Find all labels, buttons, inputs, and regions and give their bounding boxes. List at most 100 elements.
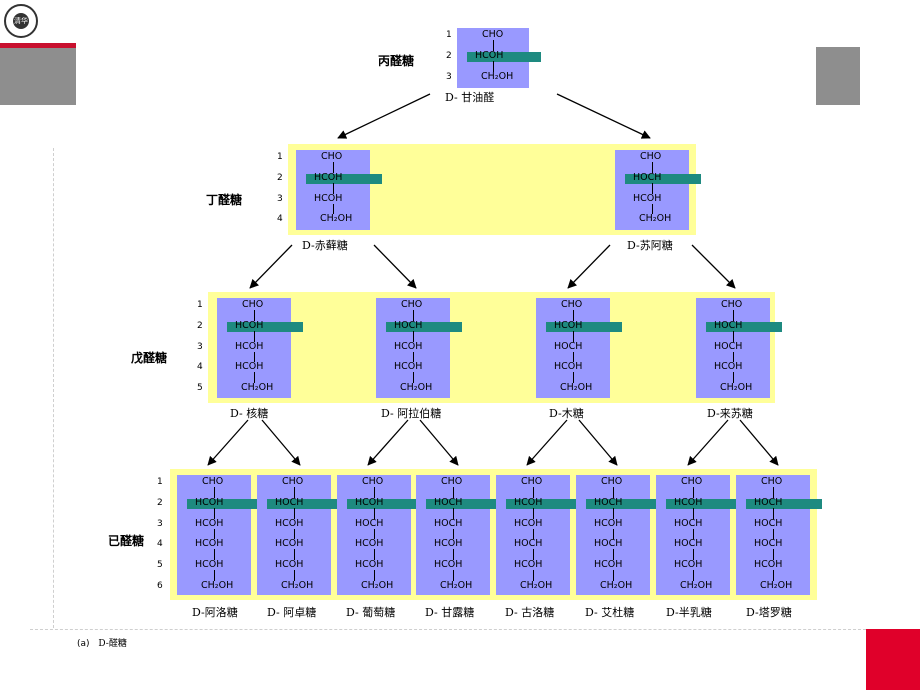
formula-row: HOCH xyxy=(754,517,783,529)
c2-highlight-stripe xyxy=(506,498,582,509)
formula-row: HOCH xyxy=(514,538,543,550)
formula-row: CH₂OH xyxy=(281,580,314,591)
bond-line xyxy=(294,528,295,540)
sugar-name: D-苏阿糖 xyxy=(627,239,673,252)
arrow xyxy=(373,244,417,289)
formula-row: HCOH xyxy=(195,517,224,529)
formula-row: CHO xyxy=(601,476,623,487)
formula-row: HCOH xyxy=(514,559,543,571)
formula-row: HOCH xyxy=(674,538,703,550)
carbon-number: 5 xyxy=(197,383,203,394)
bond-line xyxy=(493,60,494,72)
bond-line xyxy=(333,162,334,173)
arrow xyxy=(691,244,736,289)
bond-line xyxy=(613,487,614,498)
formula-row: CHO xyxy=(202,476,224,487)
c2-highlight-stripe xyxy=(347,498,423,509)
bond-line xyxy=(693,549,694,561)
formula-row: CH₂OH xyxy=(320,213,353,225)
bond-line xyxy=(733,372,734,384)
bond-line xyxy=(573,310,574,321)
c2-highlight-stripe xyxy=(187,498,263,509)
formula-row: HCOH xyxy=(195,538,224,550)
formula-row: HOCH xyxy=(355,517,384,529)
formula-row: CH₂OH xyxy=(560,382,593,394)
formula-row: HCOH xyxy=(434,538,463,550)
formula-row: HCOH xyxy=(355,496,384,508)
sugar-name: D-阿洛糖 xyxy=(192,606,238,619)
bond-line xyxy=(453,549,454,561)
formula-row: CH₂OH xyxy=(361,580,394,591)
bond-line xyxy=(413,330,414,342)
bond-line xyxy=(453,528,454,540)
carbon-number: 3 xyxy=(277,193,283,204)
formula-row: HCOH xyxy=(314,171,343,183)
bond-line xyxy=(573,372,574,384)
formula-row: CHO xyxy=(321,151,343,162)
c2-highlight-stripe xyxy=(666,498,742,509)
bond-line xyxy=(613,570,614,581)
formula-row: HCOH xyxy=(514,496,543,508)
sugar-name: D-木糖 xyxy=(549,407,584,420)
formula-row: HOCH xyxy=(674,517,703,529)
bond-line xyxy=(374,570,375,581)
formula-row: HCOH xyxy=(475,49,504,61)
formula-row: CH₂OH xyxy=(201,580,234,591)
formula-row: HCOH xyxy=(235,340,264,352)
formula-row: HCOH xyxy=(594,559,623,571)
formula-row: HCOH xyxy=(754,559,783,571)
carbon-number: 2 xyxy=(277,172,283,183)
bond-line xyxy=(693,487,694,498)
arrow xyxy=(526,419,568,466)
arrow xyxy=(739,419,779,466)
bond-line xyxy=(294,487,295,498)
formula-row: HCOH xyxy=(275,538,304,550)
formula-row: HCOH xyxy=(714,361,743,373)
c2-highlight-stripe xyxy=(467,51,541,62)
carbon-number: 1 xyxy=(197,300,203,310)
formula-row: CH₂OH xyxy=(639,213,672,225)
bond-line xyxy=(773,507,774,519)
formula-row: HOCH xyxy=(554,340,583,352)
formula-row: CHO xyxy=(681,476,703,487)
carbon-number: 1 xyxy=(157,477,163,487)
bond-line xyxy=(254,351,255,363)
formula-row: CH₂OH xyxy=(520,580,553,591)
bond-line xyxy=(254,330,255,342)
formula-row: CH₂OH xyxy=(400,382,433,394)
bottom-red-block xyxy=(866,629,920,690)
arrow xyxy=(337,93,431,139)
formula-row: HCOH xyxy=(275,517,304,529)
bond-line xyxy=(773,549,774,561)
bond-line xyxy=(413,372,414,384)
bond-line xyxy=(333,203,334,215)
carbon-number: 2 xyxy=(157,497,163,508)
formula-row: HCOH xyxy=(195,559,224,571)
triose-label: 丙醛糖 xyxy=(378,54,415,68)
caption-text: D-醛糖 xyxy=(98,639,127,649)
formula-row: HCOH xyxy=(434,559,463,571)
bond-line xyxy=(573,351,574,363)
arrow xyxy=(687,419,729,466)
bond-line xyxy=(254,372,255,384)
carbon-number: 3 xyxy=(157,518,163,529)
formula-row: HCOH xyxy=(195,496,224,508)
sugar-name: D- 核糖 xyxy=(230,407,269,420)
bond-line xyxy=(693,528,694,540)
bond-line xyxy=(374,549,375,561)
bond-line xyxy=(294,570,295,581)
bond-line xyxy=(453,487,454,498)
formula-row: CH₂OH xyxy=(600,580,633,591)
sugar-name: D- 艾杜糖 xyxy=(585,606,635,619)
sugar-name: D-塔罗糖 xyxy=(746,606,792,619)
carbon-number: 6 xyxy=(157,581,163,591)
bond-line xyxy=(294,549,295,561)
bond-line xyxy=(453,570,454,581)
header-red-line xyxy=(0,43,76,48)
c2-highlight-stripe xyxy=(746,498,822,509)
carbon-number: 2 xyxy=(197,320,203,331)
formula-row: CHO xyxy=(362,476,384,487)
formula-row: HOCH xyxy=(434,517,463,529)
university-logo: 清华 xyxy=(4,4,38,38)
